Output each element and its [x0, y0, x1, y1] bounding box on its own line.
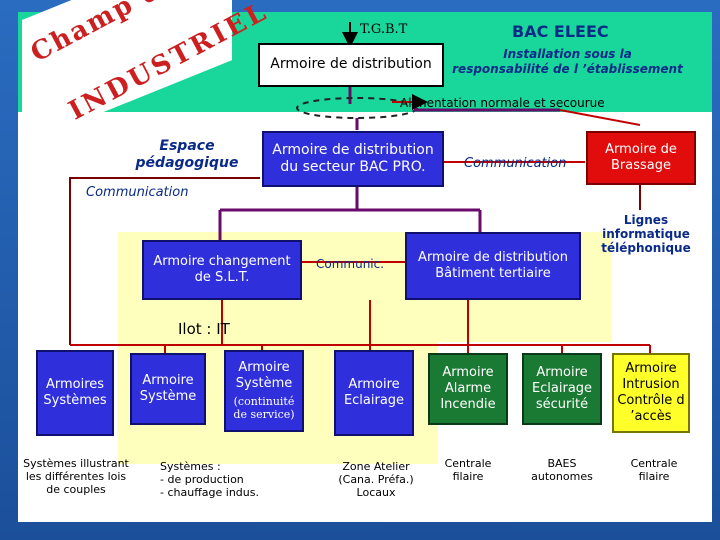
- caption-systemes-illustrant: Systèmes illustrant les différentes lois…: [23, 457, 129, 497]
- armoire-secteur-box: Armoire de distribution du secteur BAC P…: [262, 131, 444, 187]
- armoire-systeme-box: Armoire Système: [130, 353, 206, 425]
- armoire-eclairage-securite-box: Armoire Eclairage sécurité: [522, 353, 602, 425]
- bac-title: BAC ELEEC: [512, 22, 609, 41]
- installation-text: Installation sous la responsabilité de l…: [450, 47, 685, 77]
- armoire-systeme-cont-title: Armoire Système: [235, 360, 293, 392]
- armoires-systemes-box: Armoires Systèmes: [36, 350, 114, 436]
- caption-systemes: Systèmes : - de production - chauffage i…: [160, 460, 259, 500]
- armoire-changement-slt-box: Armoire changement de S.L.T.: [142, 240, 302, 300]
- communication-right-label: Communication: [464, 156, 567, 171]
- armoire-alarme-box: Armoire Alarme Incendie: [428, 353, 508, 425]
- caption-baes: BAES autonomes: [531, 457, 593, 484]
- armoire-eclairage-box: Armoire Eclairage: [334, 350, 414, 436]
- lignes-informatique-label: Lignes informatique téléphonique: [601, 213, 691, 255]
- espace-pedagogique: Espace pédagogique: [135, 138, 239, 171]
- installation-line2: responsabilité de l ’établissement: [452, 62, 683, 76]
- armoire-systeme-continuite-box: Armoire Système (continuité de service): [224, 350, 304, 432]
- armoire-brassage-box: Armoire de Brassage: [586, 131, 696, 185]
- caption-centrale-filaire-2: Centrale filaire: [630, 457, 678, 484]
- armoire-batiment-box: Armoire de distribution Bâtiment tertiai…: [405, 232, 581, 300]
- caption-zone-atelier: Zone Atelier (Cana. Préfa.) Locaux: [338, 460, 414, 500]
- armoire-distribution-box: Armoire de distribution: [258, 43, 444, 87]
- tgbt-label: T.G.B.T: [360, 22, 408, 37]
- communication-left-label: Communication: [86, 185, 189, 200]
- installation-line1: Installation sous la: [503, 47, 632, 61]
- armoire-intrusion-box: Armoire Intrusion Contrôle d ’accès: [612, 353, 690, 433]
- caption-centrale-filaire-1: Centrale filaire: [444, 457, 492, 484]
- communic-label: Communic.: [316, 257, 385, 271]
- ilot-label: Ilot : IT: [178, 320, 230, 338]
- alimentation-label: Alimentation normale et secourue: [400, 96, 605, 110]
- armoire-systeme-cont-sub: (continuité de service): [233, 394, 295, 422]
